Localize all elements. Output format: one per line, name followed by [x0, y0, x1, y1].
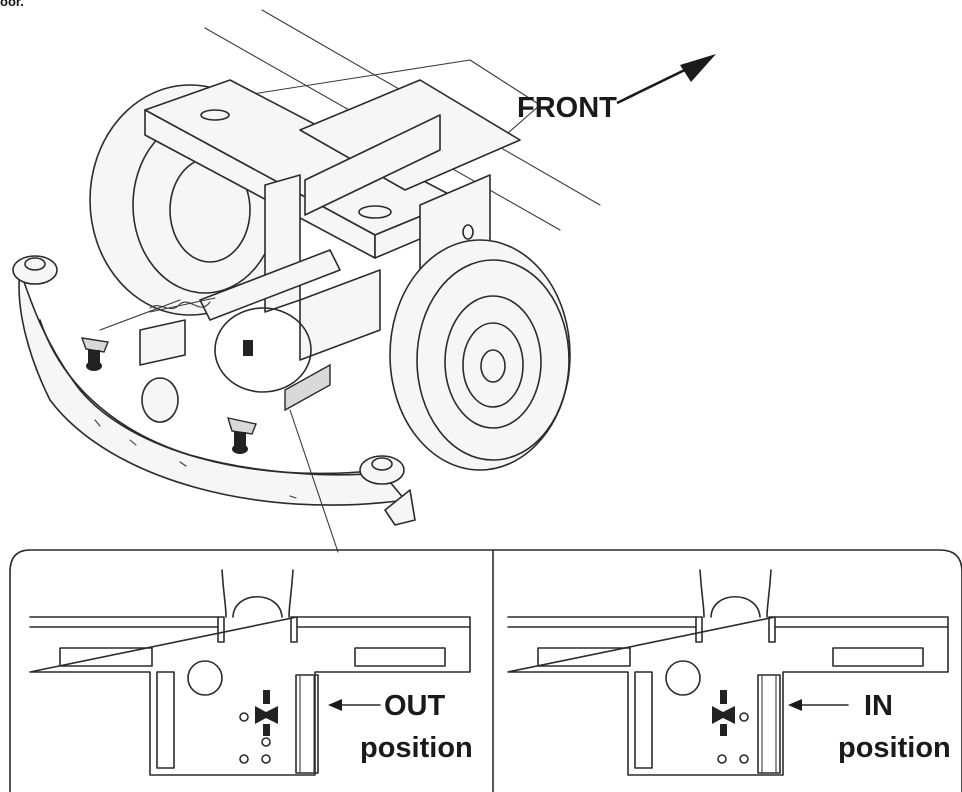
- in-position-label: position: [838, 732, 951, 764]
- front-indicator: FRONT: [517, 54, 716, 124]
- knob-center: [243, 340, 253, 356]
- knob-right: [226, 417, 257, 454]
- in-label: IN: [864, 690, 893, 722]
- wing-knob-out: [255, 690, 278, 736]
- out-label: OUT: [384, 690, 446, 722]
- detail-out-position: OUT position: [29, 569, 473, 776]
- machine-illustration: [12, 9, 601, 553]
- knob-left: [80, 337, 109, 371]
- wing-knob-in: [712, 690, 735, 736]
- linkage: [139, 249, 381, 412]
- caption-fragment: oor.: [0, 0, 24, 9]
- front-arrowhead: [680, 54, 716, 82]
- detail-in-position: IN position: [507, 569, 951, 776]
- squeegee-assembly: [12, 255, 416, 526]
- detail-panel: OUT position: [9, 549, 962, 792]
- adjustment-knobs: [80, 337, 257, 454]
- callout-leader-line: [289, 409, 339, 553]
- front-label: FRONT: [517, 92, 617, 124]
- detail-callout-circle: [214, 307, 312, 393]
- out-position-label: position: [360, 732, 473, 764]
- right-wheel: [389, 239, 571, 471]
